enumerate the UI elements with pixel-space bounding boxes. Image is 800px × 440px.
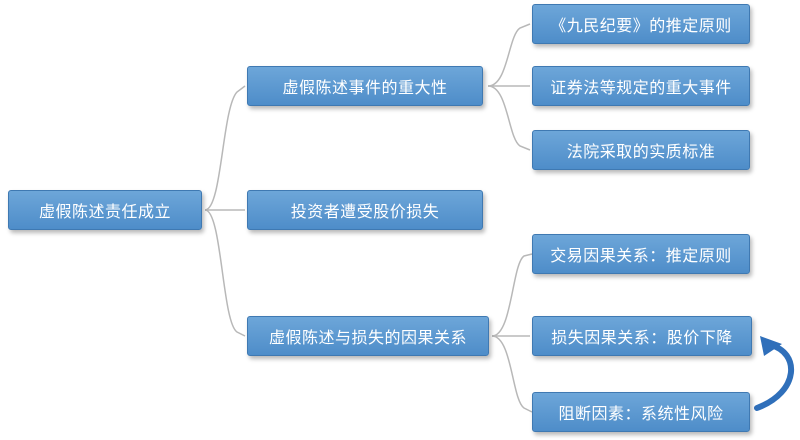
leaf-node-label: 证券法等规定的重大事件 (550, 78, 732, 97)
leaf-node-label: 交易因果关系：推定原则 (550, 246, 732, 265)
branch-node-label: 虚假陈述与损失的因果关系 (268, 328, 467, 347)
leaf-node-label: 损失因果关系：股价下降 (551, 328, 733, 347)
branch-node-materiality: 虚假陈述事件的重大性 (247, 66, 483, 106)
connector-branch-3-to-child-1 (491, 253, 533, 337)
leaf-node-label: 法院采取的实质标准 (566, 142, 716, 161)
branch-node-label: 虚假陈述事件的重大性 (282, 78, 448, 97)
curved-arrow-icon (754, 342, 795, 411)
leaf-node-substantive-standard: 法院采取的实质标准 (532, 130, 750, 170)
connector-root-to-branch-3 (204, 209, 246, 337)
root-node: 虚假陈述责任成立 (8, 190, 202, 230)
leaf-node-statutory-major-events: 证券法等规定的重大事件 (532, 66, 750, 106)
leaf-node-loss-causation: 损失因果关系：股价下降 (532, 316, 752, 356)
connector-root-to-branch-1 (204, 85, 246, 211)
connector-branch-1-to-child-3 (487, 85, 531, 151)
leaf-node-label: 《九民纪要》的推定原则 (550, 16, 732, 35)
branch-node-label: 投资者遭受股价损失 (290, 202, 440, 221)
connector-branch-3-to-child-3 (491, 335, 533, 413)
leaf-node-blocking-factors: 阻断因素：系统性风险 (532, 392, 750, 432)
branch-node-investor-loss: 投资者遭受股价损失 (247, 190, 483, 230)
root-node-label: 虚假陈述责任成立 (38, 202, 171, 221)
connector-branch-1-to-child-1 (487, 23, 531, 87)
curved-arrow-head-icon (760, 336, 782, 356)
branch-node-causation: 虚假陈述与损失的因果关系 (247, 316, 489, 356)
leaf-node-presumption-principle: 《九民纪要》的推定原则 (532, 4, 750, 44)
leaf-node-transaction-causation: 交易因果关系：推定原则 (532, 234, 750, 274)
leaf-node-label: 阻断因素：系统性风险 (558, 404, 724, 423)
